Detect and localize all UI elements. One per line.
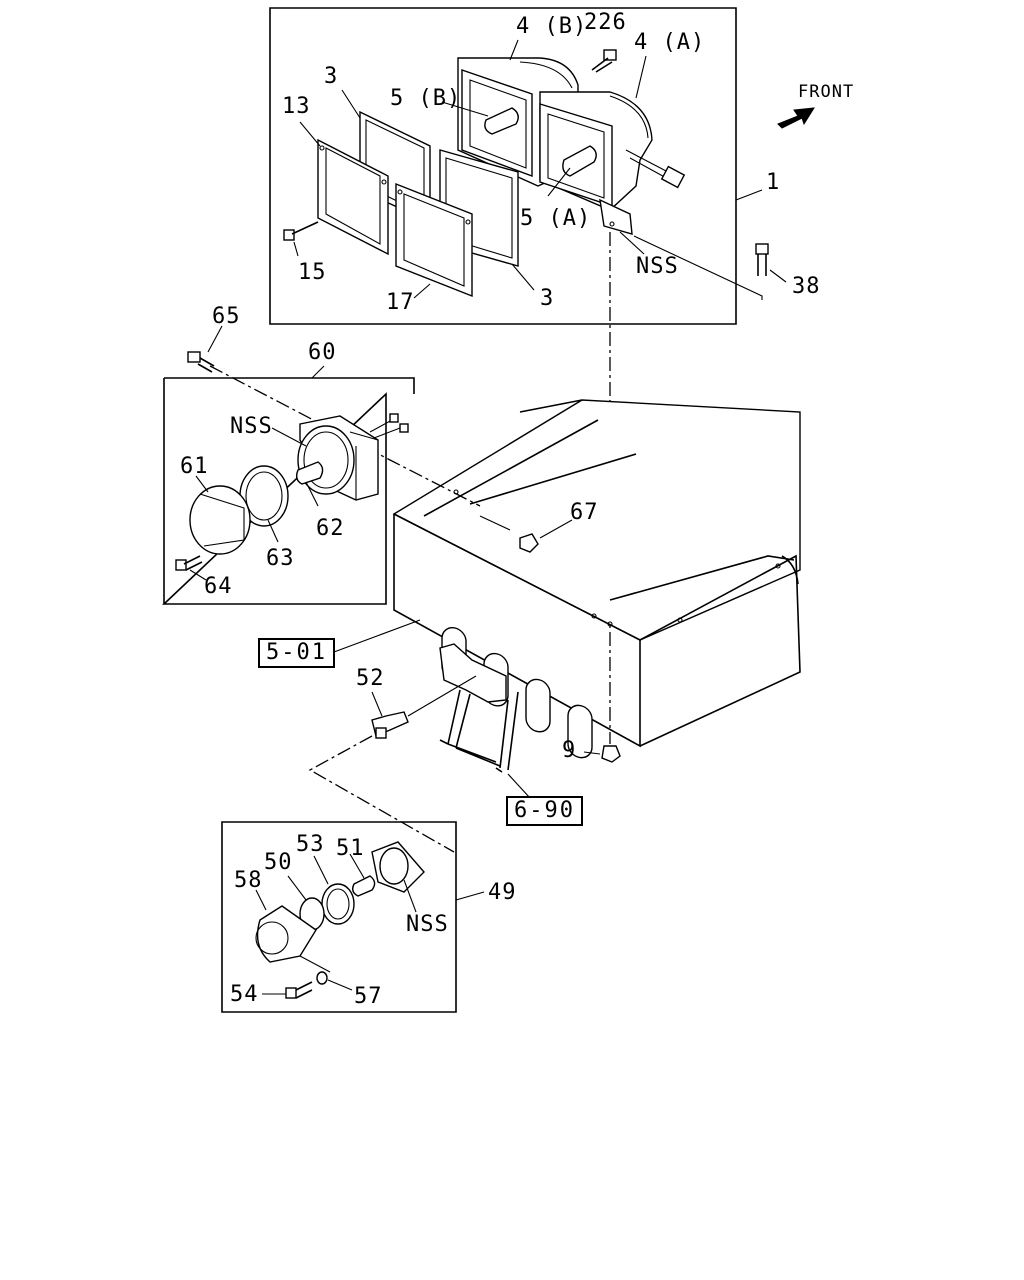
leader-50 xyxy=(287,875,307,901)
callout-61: 61 xyxy=(180,454,209,479)
leader-17 xyxy=(413,283,431,299)
callout-4a: 4 (A) xyxy=(634,30,706,55)
leader-4b xyxy=(509,39,519,61)
callout-nss-3: NSS xyxy=(406,912,449,937)
leader-5b xyxy=(441,101,489,117)
washer-57 xyxy=(316,971,328,985)
leader-38 xyxy=(769,269,787,283)
leader-nss1 xyxy=(619,231,763,300)
leader-52 xyxy=(371,691,383,717)
callout-65: 65 xyxy=(212,304,241,329)
callout-4b: 4 (B) xyxy=(516,14,588,39)
callout-17: 17 xyxy=(386,290,415,315)
lens-58 xyxy=(255,905,317,963)
screw-54 xyxy=(285,981,313,999)
frame-link-60 xyxy=(209,365,481,507)
screw-226 xyxy=(591,49,617,73)
callout-5b: 5 (B) xyxy=(390,86,462,111)
front-label: FRONT xyxy=(798,82,855,102)
leader-63 xyxy=(267,519,279,543)
front-arrow-icon xyxy=(777,107,815,129)
leader-13 xyxy=(299,121,321,147)
callout-52: 52 xyxy=(356,666,385,691)
leader-1 xyxy=(735,189,763,201)
leader-5a xyxy=(547,167,571,197)
callout-nss-2: NSS xyxy=(230,414,273,439)
ref-box-6-90[interactable]: 6-90 xyxy=(506,796,583,826)
leader-57 xyxy=(327,979,353,991)
leader-49 xyxy=(455,891,485,901)
ref-box-5-01[interactable]: 5-01 xyxy=(258,638,335,668)
leader-58 xyxy=(255,889,267,911)
callout-50: 50 xyxy=(264,850,293,875)
screw-65 xyxy=(187,351,215,373)
leader-nss2 xyxy=(271,427,307,447)
callout-57: 57 xyxy=(354,984,383,1009)
bolt-38 xyxy=(755,243,769,276)
leader-nss3 xyxy=(403,879,417,913)
callout-nss-1: NSS xyxy=(636,254,679,279)
leader-690 xyxy=(507,773,531,799)
callout-15: 15 xyxy=(298,260,327,285)
bulb-5a xyxy=(562,145,597,177)
nut-9 xyxy=(601,745,621,763)
marker-52 xyxy=(371,711,409,739)
leader-3b xyxy=(511,263,535,291)
leader-501 xyxy=(333,619,421,653)
callout-3b: 3 xyxy=(540,286,555,311)
bulb-51 xyxy=(351,875,376,897)
callout-38: 38 xyxy=(792,274,821,299)
callout-5a: 5 (A) xyxy=(520,206,592,231)
callout-60: 60 xyxy=(308,340,337,365)
callout-67: 67 xyxy=(570,500,599,525)
leader-62 xyxy=(305,481,319,507)
leader-4a xyxy=(635,55,647,99)
bracket-plate xyxy=(599,198,633,235)
rim-13 xyxy=(317,138,389,256)
leader-64 xyxy=(189,569,207,581)
nut-67 xyxy=(519,533,539,553)
leader-53 xyxy=(313,855,329,885)
leader-67 xyxy=(539,519,573,539)
bracket-690 xyxy=(439,643,519,773)
bulb-62 xyxy=(295,461,324,485)
bulb-5b xyxy=(484,107,519,135)
leader-65 xyxy=(207,325,223,353)
leader-3a xyxy=(341,89,361,119)
screw-64 xyxy=(175,555,203,571)
callout-62: 62 xyxy=(316,516,345,541)
callout-1: 1 xyxy=(766,170,781,195)
callout-58: 58 xyxy=(234,868,263,893)
callout-53: 53 xyxy=(296,832,325,857)
rim-17 xyxy=(395,182,473,298)
callout-49: 49 xyxy=(488,880,517,905)
callout-54: 54 xyxy=(230,982,259,1007)
callout-64: 64 xyxy=(204,574,233,599)
group-box-49 xyxy=(221,821,457,1013)
screw-15 xyxy=(283,221,319,241)
callout-51: 51 xyxy=(336,836,365,861)
callout-3a: 3 xyxy=(324,64,339,89)
frame-crossmember xyxy=(392,399,801,759)
gasket-53 xyxy=(321,883,355,925)
callout-13: 13 xyxy=(282,94,311,119)
lens-61 xyxy=(189,485,251,555)
leader-60 xyxy=(311,365,325,379)
leader-61 xyxy=(195,475,209,493)
group-box-1 xyxy=(269,7,737,325)
callout-226: 226 xyxy=(584,10,627,35)
leader-15 xyxy=(293,241,299,257)
callout-9: 9 xyxy=(562,738,577,763)
callout-63: 63 xyxy=(266,546,295,571)
lamp-base-49 xyxy=(371,841,425,893)
headlamp-housing-4a xyxy=(539,91,686,211)
link-49 xyxy=(308,735,455,853)
leader-9 xyxy=(583,751,601,755)
leader-51 xyxy=(349,853,365,879)
